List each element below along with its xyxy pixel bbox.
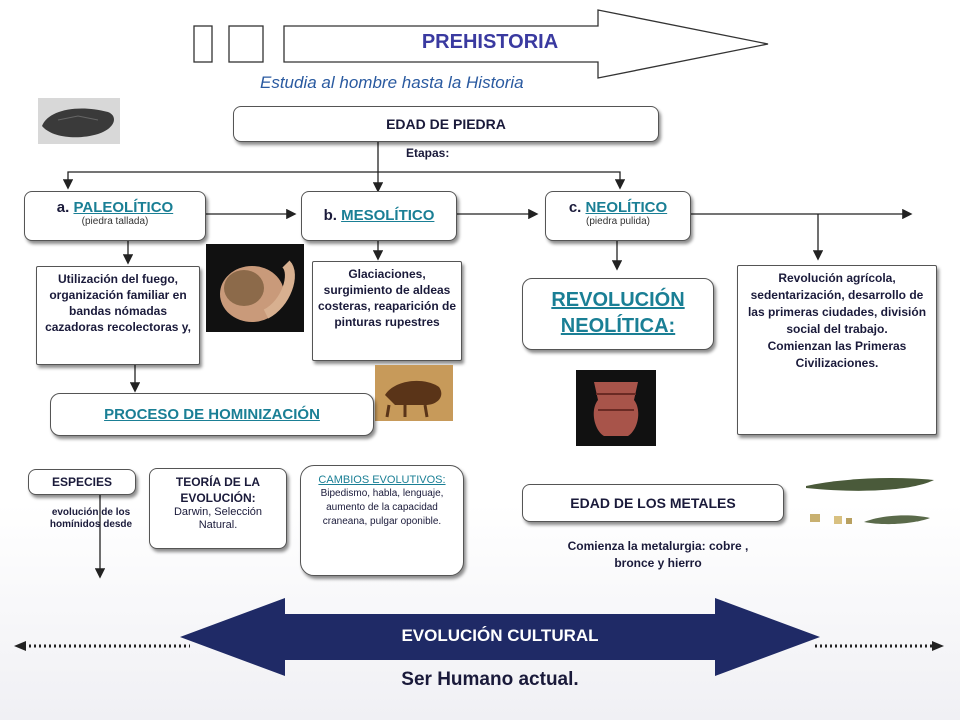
- edad-metales-box: EDAD DE LOS METALES: [522, 484, 784, 522]
- neolitico-description-2: Comienzan las Primeras Civilizaciones.: [767, 339, 907, 370]
- page-title: PREHISTORIA: [421, 31, 559, 53]
- pottery-image: [576, 370, 656, 446]
- header-square-2: [228, 25, 264, 63]
- neolitico-note: (piedra pulida): [586, 216, 650, 227]
- cambios-evolutivos-box: CAMBIOS EVOLUTIVOS: Bipedismo, habla, le…: [300, 465, 464, 576]
- revolucion-neolitica-link[interactable]: REVOLUCIÓN NEOLÍTICA:: [551, 289, 685, 337]
- paleolitico-prefix: a.: [56, 199, 70, 216]
- stage-branch-line: [67, 171, 621, 185]
- evolucion-cultural-label: EVOLUCIÓN CULTURAL: [401, 626, 599, 645]
- mesolitico-prefix: b.: [323, 207, 337, 224]
- edad-de-piedra-box: EDAD DE PIEDRA: [233, 106, 659, 142]
- ser-humano-label: Ser Humano actual.: [401, 669, 579, 690]
- neolitico-description: Revolución agrícola, sedentarización, de…: [737, 265, 937, 435]
- teoria-evolucion-box: TEORÍA DE LA EVOLUCIÓN: Darwin, Selecció…: [149, 468, 287, 549]
- neolitico-link[interactable]: NEOLÍTICO: [585, 199, 668, 216]
- paleolitico-link[interactable]: PALEOLÍTICO: [73, 199, 174, 216]
- mesolitico-description: Glaciaciones, surgimiento de aldeas cost…: [312, 261, 462, 361]
- cave-painting-image: [375, 365, 453, 421]
- revolucion-neolitica-box: REVOLUCIÓN NEOLÍTICA:: [522, 278, 714, 350]
- proceso-hominizacion-box: PROCESO DE HOMINIZACIÓN: [50, 393, 374, 436]
- metales-note: Comienza la metalurgia: cobre , bronce y…: [567, 539, 749, 570]
- hand-image: [206, 244, 304, 332]
- stone-tool-image: [38, 98, 120, 144]
- header-square-1: [193, 25, 213, 63]
- paleolitico-note: (piedra tallada): [81, 216, 149, 227]
- teoria-title: TEORÍA DE LA EVOLUCIÓN:: [175, 475, 261, 505]
- especies-note: evolución de los homínidos desde: [49, 507, 133, 530]
- neolitico-description-1: Revolución agrícola, sedentarización, de…: [747, 271, 927, 336]
- metal-tools-image: [804, 466, 936, 530]
- etapas-label: Etapas:: [406, 146, 450, 160]
- neolitico-box: c. NEOLÍTICO (piedra pulida): [545, 191, 691, 241]
- paleolitico-description: Utilización del fuego, organización fami…: [36, 266, 200, 365]
- neolitico-prefix: c.: [568, 199, 582, 216]
- cambios-text: Bipedismo, habla, lenguaje, aumento de l…: [320, 488, 444, 527]
- paleolitico-box: a. PALEOLÍTICO (piedra tallada): [24, 191, 206, 241]
- prehistoria-arrow: [283, 9, 769, 79]
- especies-box: ESPECIES: [28, 469, 136, 495]
- proceso-hominizacion-link[interactable]: PROCESO DE HOMINIZACIÓN: [104, 406, 320, 423]
- cambios-link[interactable]: CAMBIOS EVOLUTIVOS:: [318, 474, 446, 486]
- mesolitico-box: b. MESOLÍTICO: [301, 191, 457, 241]
- teoria-text: Darwin, Selección Natural.: [173, 506, 263, 531]
- page-subtitle: Estudia al hombre hasta la Historia: [260, 73, 524, 92]
- evolucion-cultural-arrow: [180, 598, 820, 676]
- mesolitico-link[interactable]: MESOLÍTICO: [341, 207, 435, 224]
